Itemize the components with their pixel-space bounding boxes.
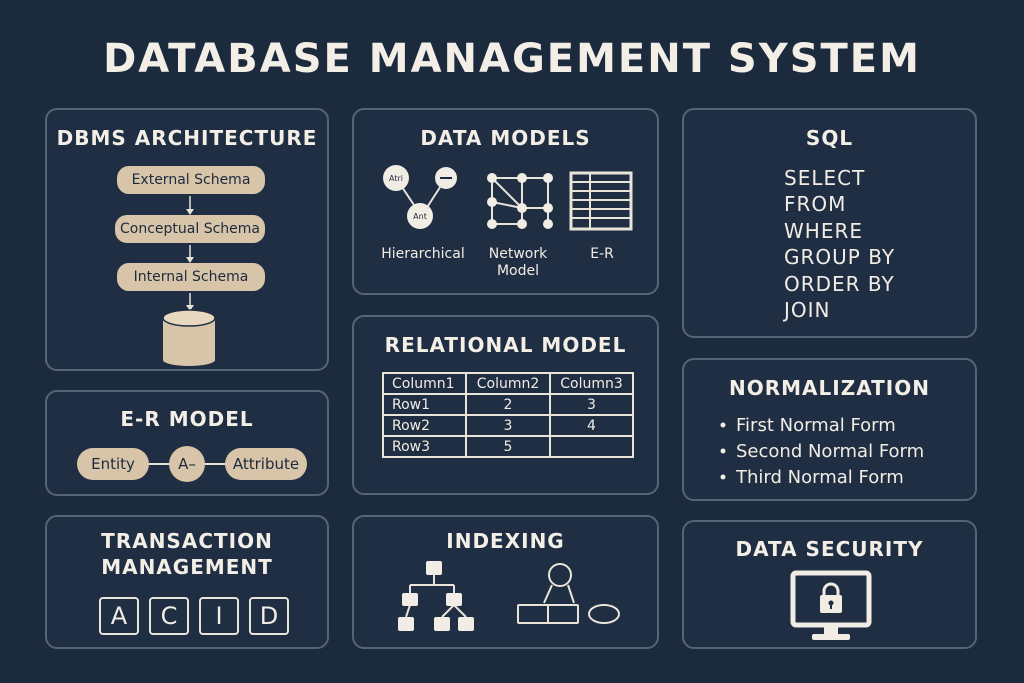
table-cell: Row2 [382, 414, 467, 437]
indexing-title: INDEXING [446, 529, 565, 553]
normalization-title: NORMALIZATION [729, 376, 930, 400]
sql-title: SQL [805, 126, 854, 150]
table-cell: Row3 [382, 435, 467, 458]
sql-join: JOIN [784, 298, 831, 322]
table-header-row: Column1 Column2 Column3 [382, 372, 634, 395]
sql-select: SELECT [784, 166, 866, 190]
architecture-panel: DBMS ARCHITECTURE External Schema Concep… [45, 108, 329, 371]
acid-i-box: I [199, 597, 239, 635]
relational-table: Column1 Column2 Column3 Row1 2 3 Row2 3 … [382, 372, 634, 458]
table-cell: 2 [465, 393, 551, 416]
table-cell: 3 [465, 414, 551, 437]
data-models-title: DATA MODELS [420, 126, 591, 150]
acid-a-box: A [99, 597, 139, 635]
sql-from: FROM [784, 192, 847, 216]
data-models-panel: DATA MODELS Atri Ant [352, 108, 659, 295]
conceptual-schema-box: Conceptual Schema [115, 215, 265, 243]
architecture-arrows [186, 196, 194, 311]
secure-monitor-icon [790, 570, 872, 640]
data-security-panel: DATA SECURITY [682, 520, 977, 649]
acid-d-box: D [249, 597, 289, 635]
first-normal-form: First Normal Form [736, 415, 896, 436]
er-model-panel: E-R MODEL Entity A– Attribute [45, 390, 329, 496]
transaction-title-line2: MANAGEMENT [101, 555, 273, 579]
sql-group-by: GROUP BY [784, 245, 896, 269]
hierarchical-label: Hierarchical [381, 246, 465, 262]
table-cell: 5 [465, 435, 551, 458]
database-icon [162, 309, 216, 366]
transaction-title-line1: TRANSACTION [101, 529, 273, 553]
er-model-title: E-R MODEL [120, 407, 254, 431]
er-table-icon [569, 171, 633, 231]
relation-node: A– [169, 446, 205, 482]
er-label: E-R [590, 246, 614, 262]
third-normal-form: Third Normal Form [736, 467, 904, 488]
second-normal-form: Second Normal Form [736, 441, 925, 462]
sql-panel: SQL SELECT FROM WHERE GROUP BY ORDER BY … [682, 108, 977, 338]
normalization-panel: NORMALIZATION First Normal Form Second N… [682, 358, 977, 501]
table-cell: Row1 [382, 393, 467, 416]
hierarchical-model-icon: Atri Ant [383, 165, 457, 229]
external-schema-box: External Schema [117, 166, 265, 194]
search-index-icon [517, 563, 620, 624]
er-connector [143, 463, 235, 465]
column-header: Column1 [382, 372, 467, 395]
table-cell [549, 435, 634, 458]
table-row: Row2 3 4 [382, 414, 634, 437]
internal-schema-box: Internal Schema [117, 263, 265, 291]
relational-model-panel: RELATIONAL MODEL Column1 Column2 Column3… [352, 315, 659, 495]
table-row: Row3 5 [382, 435, 634, 458]
data-security-title: DATA SECURITY [735, 537, 924, 561]
indexing-panel: INDEXING [352, 515, 659, 649]
bullet-icons [720, 422, 726, 480]
entity-box: Entity [77, 448, 149, 480]
node-label-atri: Atri [389, 174, 403, 183]
network-model-icon [487, 173, 553, 229]
table-cell: 3 [549, 393, 634, 416]
sql-order-by: ORDER BY [784, 272, 895, 296]
relational-model-title: RELATIONAL MODEL [384, 333, 627, 357]
arrow-2-head [186, 257, 194, 263]
sql-where: WHERE [784, 219, 863, 243]
network-model-label: Network Model [488, 246, 548, 279]
node-label-ant: Ant [413, 212, 427, 221]
attribute-box: Attribute [225, 448, 307, 480]
table-cell: 4 [549, 414, 634, 437]
architecture-title: DBMS ARCHITECTURE [56, 126, 318, 150]
acid-c-box: C [149, 597, 189, 635]
transaction-panel: TRANSACTION MANAGEMENT A C I D [45, 515, 329, 649]
arrow-1-head [186, 209, 194, 215]
column-header: Column2 [465, 372, 551, 395]
column-header: Column3 [549, 372, 634, 395]
arrow-3-head [186, 305, 194, 311]
page-title: DATABASE MANAGEMENT SYSTEM [103, 36, 921, 82]
tree-index-icon [398, 561, 474, 631]
table-row: Row1 2 3 [382, 393, 634, 416]
